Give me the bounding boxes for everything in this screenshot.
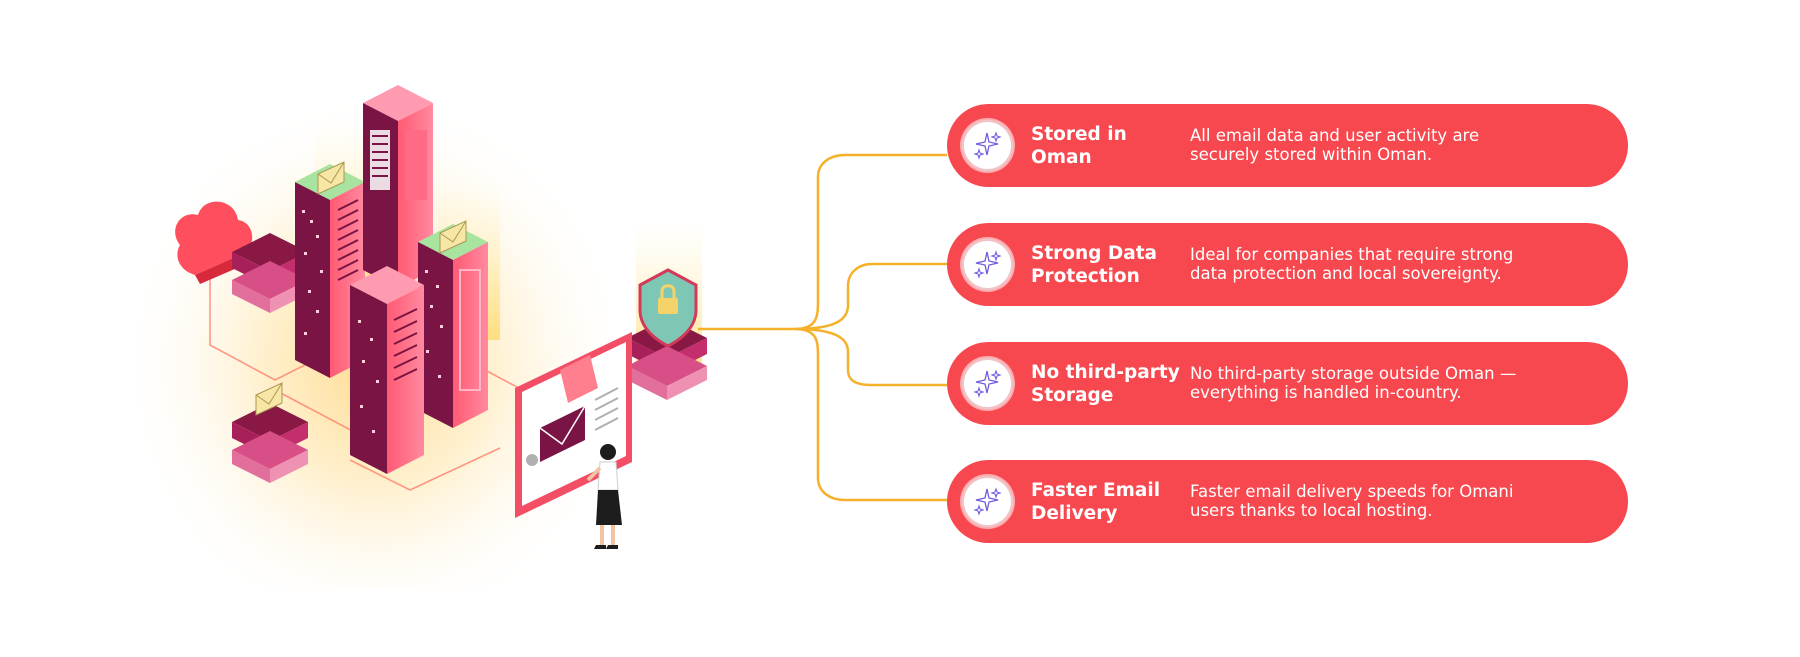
person-icon [586,444,622,549]
shield-lock-icon [638,268,698,348]
envelope-icon [439,220,467,254]
connector-line [794,262,947,331]
feature-card-stored-in-oman: Stored in Oman All email data and user a… [947,104,1628,187]
connector-line [794,327,947,387]
sparkles-icon [962,239,1013,290]
feature-description: All email data and user activity are sec… [1190,126,1480,164]
data-center-illustration [140,85,707,590]
platform-stack [232,403,308,483]
feature-description: Faster email delivery speeds for Omani u… [1190,482,1514,520]
feature-title: Stored in Oman [1031,124,1127,168]
feature-title: Strong Data Protection [1031,243,1158,287]
envelope-icon [255,382,283,416]
feature-title: Faster Email Delivery [1031,480,1161,524]
sparkles-icon [962,358,1013,409]
feature-card-no-third-party-storage: No third-party Storage No third-party st… [947,342,1628,425]
connector-line [794,327,947,502]
feature-card-faster-email-delivery: Faster Email Delivery Faster email deliv… [947,460,1628,543]
feature-description: No third-party storage outside Oman — ev… [1190,364,1517,402]
feature-card-strong-data-protection: Strong Data Protection Ideal for compani… [947,223,1628,306]
sparkles-icon [962,476,1013,527]
connector-line [794,153,947,331]
feature-description: Ideal for companies that require strong … [1190,245,1514,283]
server-tower-icon [418,224,488,428]
envelope-icon [317,161,345,195]
feature-title: No third-party Storage [1031,362,1180,406]
server-tower-icon [350,266,424,474]
sparkles-icon [962,120,1013,171]
